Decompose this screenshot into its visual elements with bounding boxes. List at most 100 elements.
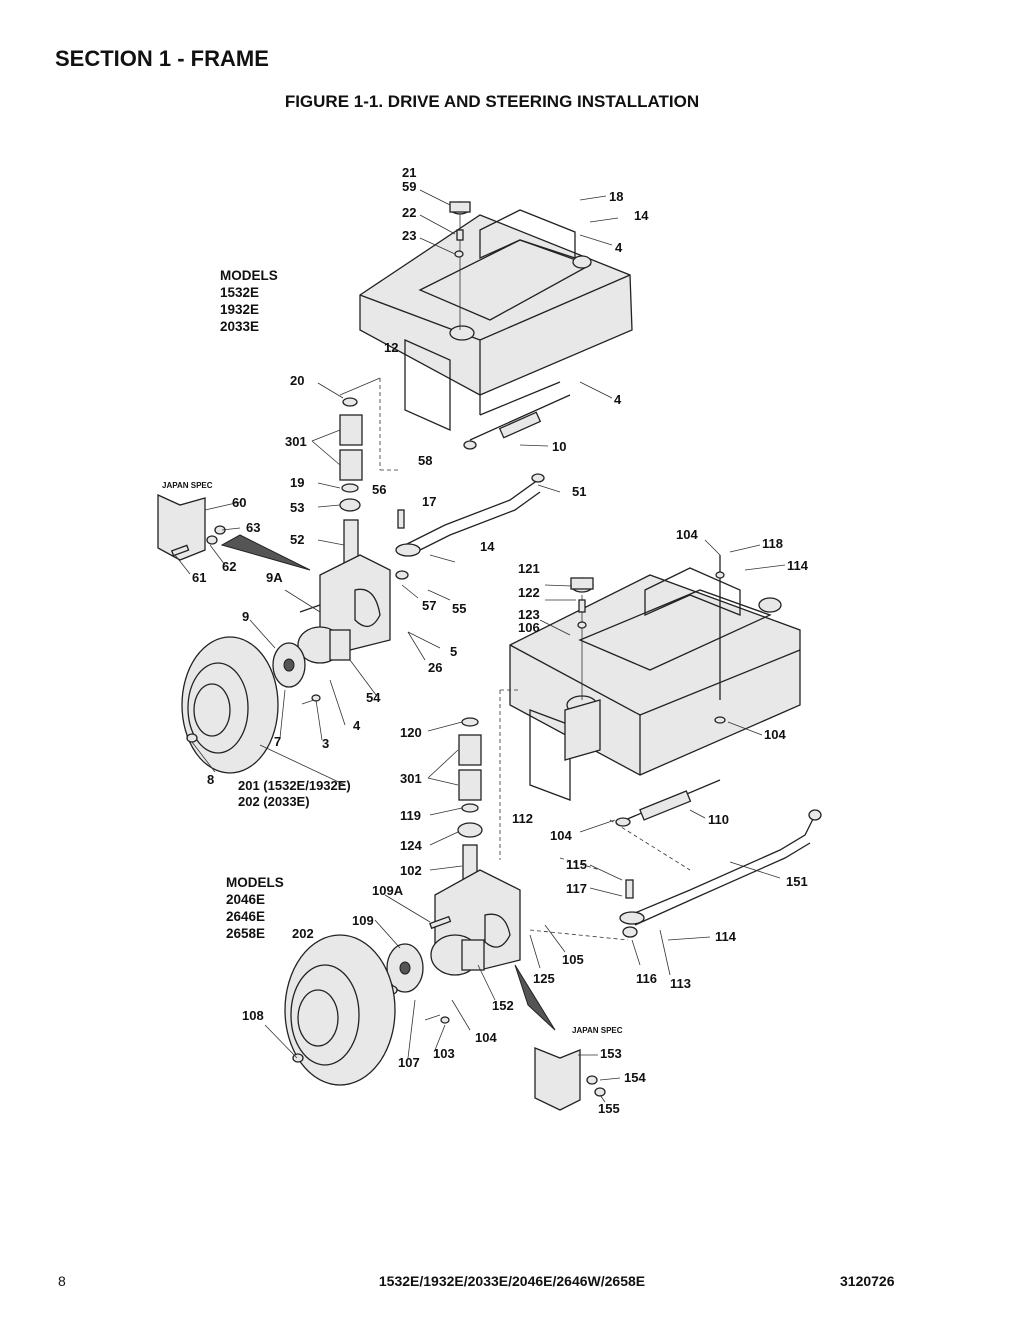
callout-9: 9 xyxy=(242,609,249,624)
document-number: 3120726 xyxy=(840,1273,895,1289)
callout-105: 105 xyxy=(562,952,584,967)
callout-14b: 14 xyxy=(480,539,495,554)
callout-109: 109 xyxy=(352,913,374,928)
callout-301: 301 xyxy=(285,434,307,449)
callout-151: 151 xyxy=(786,874,808,889)
callout-54: 54 xyxy=(366,690,381,705)
model-2033e: 2033E xyxy=(220,319,259,334)
callout-22: 22 xyxy=(402,205,416,220)
japan-spec-label-2: JAPAN SPEC xyxy=(572,1026,623,1035)
callout-58: 58 xyxy=(418,453,432,468)
callout-112: 112 xyxy=(512,811,533,826)
callout-55: 55 xyxy=(452,601,466,616)
upper-japan-spec-bracket xyxy=(157,493,311,571)
callout-14: 14 xyxy=(634,208,649,223)
model-2046e: 2046E xyxy=(226,892,265,907)
lower-wheel-assembly xyxy=(284,915,485,1086)
callout-201: 201 (1532E/1932E) xyxy=(238,778,351,793)
callout-59: 59 xyxy=(402,179,416,194)
models-heading-1: MODELS xyxy=(220,268,278,283)
callout-61: 61 xyxy=(192,570,206,585)
callout-153: 153 xyxy=(600,1046,622,1061)
callout-116: 116 xyxy=(636,971,657,986)
callout-23: 23 xyxy=(402,228,416,243)
callout-124: 124 xyxy=(400,838,422,853)
callout-123: 123 xyxy=(518,607,540,622)
model-2658e: 2658E xyxy=(226,926,265,941)
upper-callouts: MODELS 1532E 1932E 2033E 21 59 22 23 18 … xyxy=(162,165,649,809)
callout-121: 121 xyxy=(518,561,540,576)
lower-frame xyxy=(509,567,801,801)
callout-21: 21 xyxy=(402,165,416,180)
callout-60: 60 xyxy=(232,495,246,510)
callout-104d: 104 xyxy=(475,1030,497,1045)
callout-125: 125 xyxy=(533,971,555,986)
callout-63: 63 xyxy=(246,520,260,535)
callout-10: 10 xyxy=(552,439,566,454)
lower-steering xyxy=(615,555,822,938)
callout-104c: 104 xyxy=(550,828,572,843)
callout-51: 51 xyxy=(572,484,586,499)
callout-106: 106 xyxy=(518,620,540,635)
upper-frame xyxy=(359,209,633,432)
page-number: 8 xyxy=(58,1273,66,1289)
callout-107: 107 xyxy=(398,1055,420,1070)
callout-57: 57 xyxy=(422,598,436,613)
callout-62: 62 xyxy=(222,559,236,574)
upper-kingpin-stack xyxy=(319,201,471,651)
lower-callouts: MODELS 2046E 2646E 2658E 104 118 114 121… xyxy=(226,527,809,1116)
callout-4: 4 xyxy=(615,240,623,255)
callout-117: 117 xyxy=(566,881,587,896)
japan-spec-label-1: JAPAN SPEC xyxy=(162,481,213,490)
callout-9a: 9A xyxy=(266,570,283,585)
callout-8: 8 xyxy=(207,772,214,787)
figure-title: FIGURE 1-1. DRIVE AND STEERING INSTALLAT… xyxy=(284,92,700,111)
callout-17: 17 xyxy=(422,494,436,509)
callout-19: 19 xyxy=(290,475,304,490)
section-title: SECTION 1 - FRAME xyxy=(55,46,269,71)
callout-103: 103 xyxy=(433,1046,455,1061)
callout-154: 154 xyxy=(624,1070,646,1085)
callout-120: 120 xyxy=(400,725,422,740)
callout-114: 114 xyxy=(787,558,809,573)
callout-108: 108 xyxy=(242,1008,264,1023)
model-1532e: 1532E xyxy=(220,285,259,300)
upper-steering xyxy=(395,394,571,580)
callout-104: 104 xyxy=(676,527,698,542)
callout-202: 202 (2033E) xyxy=(238,794,310,809)
callout-52: 52 xyxy=(290,532,304,547)
callout-202b: 202 xyxy=(292,926,314,941)
callout-301b: 301 xyxy=(400,771,422,786)
callout-152: 152 xyxy=(492,998,514,1013)
upper-wheel-assembly xyxy=(181,604,351,774)
callout-119: 119 xyxy=(400,808,421,823)
models-heading-2: MODELS xyxy=(226,875,284,890)
callout-18: 18 xyxy=(609,189,623,204)
callout-53: 53 xyxy=(290,500,304,515)
callout-104b: 104 xyxy=(764,727,786,742)
footer-models: 1532E/1932E/2033E/2046E/2646W/2658E xyxy=(378,1273,646,1289)
callout-7: 7 xyxy=(274,734,281,749)
callout-155: 155 xyxy=(598,1101,620,1116)
callout-3: 3 xyxy=(322,736,329,751)
callout-5: 5 xyxy=(450,644,457,659)
callout-26: 26 xyxy=(428,660,442,675)
model-1932e: 1932E xyxy=(220,302,259,317)
callout-12: 12 xyxy=(384,340,398,355)
callout-56: 56 xyxy=(372,482,386,497)
callout-102: 102 xyxy=(400,863,422,878)
callout-115: 115 xyxy=(566,857,587,872)
lower-japan-spec-bracket xyxy=(514,964,606,1111)
callout-118: 118 xyxy=(762,536,783,551)
model-2646e: 2646E xyxy=(226,909,265,924)
callout-113: 113 xyxy=(670,976,691,991)
callout-122: 122 xyxy=(518,585,540,600)
callout-109a: 109A xyxy=(372,883,404,898)
callout-110: 110 xyxy=(708,812,729,827)
callout-114b: 114 xyxy=(715,929,737,944)
callout-4b: 4 xyxy=(614,392,622,407)
leader-lines xyxy=(174,189,786,1103)
callout-4c: 4 xyxy=(353,718,361,733)
callout-20: 20 xyxy=(290,373,304,388)
